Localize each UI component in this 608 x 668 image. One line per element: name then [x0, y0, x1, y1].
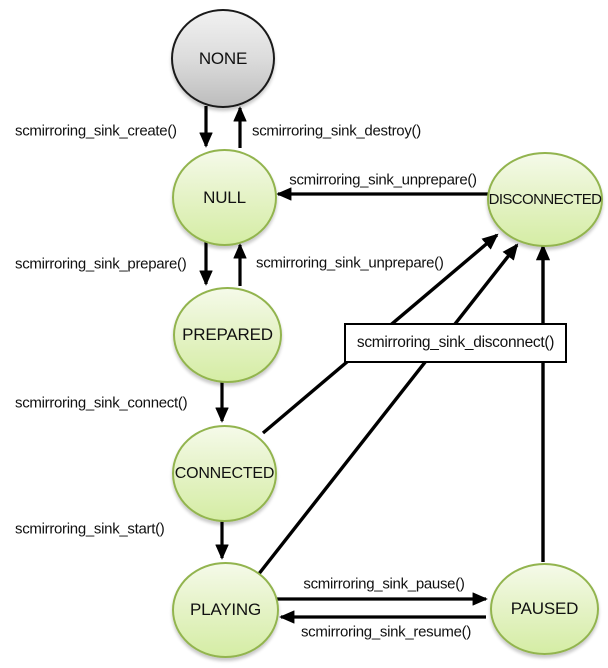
state-playing: PLAYING: [172, 562, 279, 658]
state-connected-label: CONNECTED: [174, 464, 275, 482]
state-none-label: NONE: [198, 48, 248, 68]
label-resume: scmirroring_sink_resume(): [300, 623, 472, 641]
state-paused: PAUSED: [490, 563, 599, 655]
label-pause: scmirroring_sink_pause(): [303, 575, 465, 593]
disconnect-label-box: scmirroring_sink_disconnect(): [344, 323, 567, 363]
label-start: scmirroring_sink_start(): [15, 520, 165, 538]
state-prepared: PREPARED: [173, 287, 282, 383]
label-unprepare-left: scmirroring_sink_unprepare(): [256, 254, 444, 272]
label-connect: scmirroring_sink_connect(): [15, 394, 188, 412]
state-disconnected-label: DISCONNECTED: [488, 191, 602, 208]
state-null: NULL: [172, 149, 277, 246]
label-create: scmirroring_sink_create(): [15, 122, 177, 140]
state-prepared-label: PREPARED: [182, 325, 273, 344]
state-playing-label: PLAYING: [189, 600, 262, 619]
state-null-label: NULL: [203, 187, 246, 207]
label-unprepare-top: scmirroring_sink_unprepare(): [289, 171, 477, 189]
state-disconnected: DISCONNECTED: [487, 152, 603, 247]
arrow-disconnect-from-playing: [256, 243, 519, 577]
state-connected: CONNECTED: [172, 425, 277, 522]
label-destroy: scmirroring_sink_destroy(): [252, 122, 421, 140]
state-paused-label: PAUSED: [510, 599, 579, 618]
label-prepare: scmirroring_sink_prepare(): [15, 255, 187, 273]
state-none: NONE: [171, 9, 275, 108]
disconnect-label: scmirroring_sink_disconnect(): [356, 334, 555, 351]
